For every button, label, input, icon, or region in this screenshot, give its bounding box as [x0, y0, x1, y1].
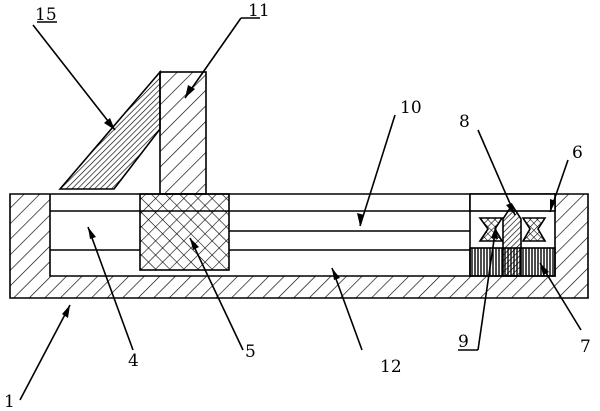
label-12: 12	[380, 357, 402, 377]
label-5: 5	[245, 342, 256, 362]
label-15: 15	[35, 5, 57, 25]
angled-arm-15	[58, 69, 161, 190]
label-4: 4	[128, 351, 139, 371]
label-8: 8	[459, 112, 470, 132]
label-6: 6	[572, 143, 583, 163]
cross-piece-left	[478, 217, 504, 242]
center-spike-8	[502, 203, 522, 277]
cross-piece-right	[521, 217, 547, 242]
right-assembly	[469, 193, 556, 277]
label-7: 7	[580, 337, 591, 357]
leader-lines	[19, 17, 582, 401]
block-5	[139, 193, 230, 271]
label-9: 9	[458, 332, 469, 352]
cavity-lines	[50, 194, 471, 276]
vertical-post-11	[159, 71, 207, 195]
label-11: 11	[248, 1, 270, 21]
label-1: 1	[4, 392, 15, 411]
label-10: 10	[400, 98, 422, 118]
